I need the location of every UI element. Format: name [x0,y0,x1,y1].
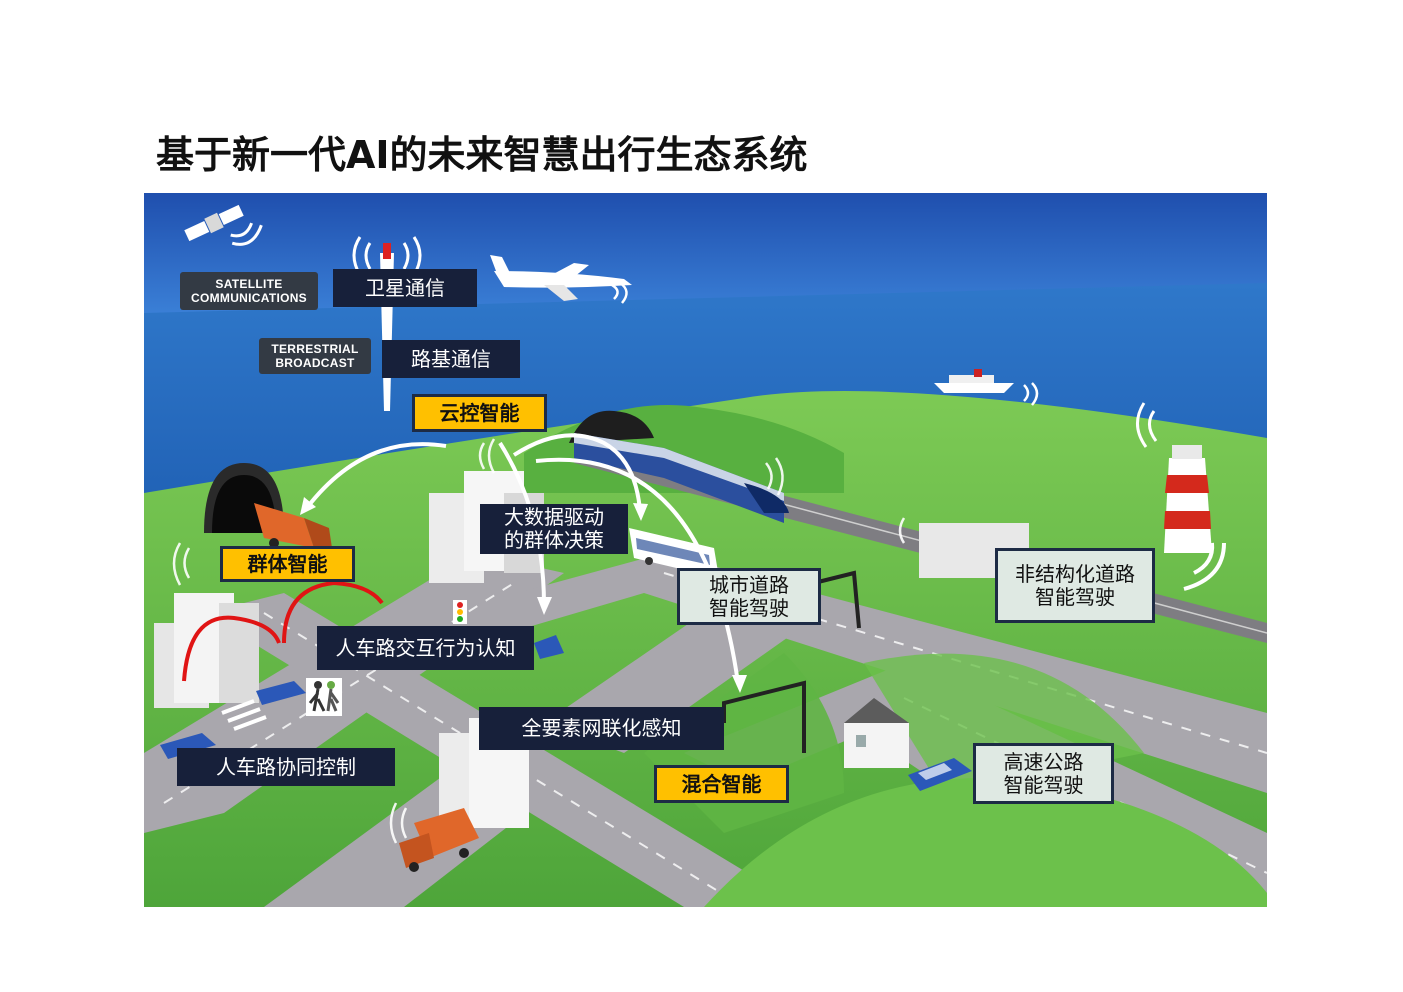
satellite-communications-badge: SATELLITE COMMUNICATIONS [180,272,318,310]
label-highway-autonomous-driving: 高速公路 智能驾驶 [973,743,1114,804]
label-pedestrian-vehicle-road-cognition: 人车路交互行为认知 [317,626,534,670]
road-gantries [722,570,861,753]
terrestrial-broadcast-badge: TERRESTRIAL BROADCAST [259,338,371,374]
red-interaction-arcs [182,580,384,682]
train-icon [574,433,789,523]
label-hybrid-intelligence: 混合智能 [654,765,789,803]
bus-icon [629,528,719,579]
label-road-communication: 路基通信 [382,340,520,378]
ecosystem-diagram: SATELLITE COMMUNICATIONS TERRESTRIAL BRO… [144,193,1267,907]
pedestrian-icon [306,678,342,716]
label-swarm-intelligence: 群体智能 [220,546,355,582]
car-icon [160,635,972,791]
label-satellite-communication: 卫星通信 [333,269,477,307]
house-icon [844,698,909,768]
lighthouse-icon [1136,402,1226,591]
traffic-light-icon [453,600,467,624]
satellite-icon [184,204,263,246]
page-title: 基于新一代AI的未来智慧出行生态系统 [156,133,808,177]
airplane-icon [490,255,632,304]
truck-icon [254,503,479,872]
label-cloud-control-intelligence: 云控智能 [412,394,547,432]
label-urban-road-autonomous-driving: 城市道路 智能驾驶 [677,568,821,625]
label-unstructured-road-autonomous-driving: 非结构化道路 智能驾驶 [995,548,1155,623]
label-big-data-swarm-decision: 大数据驱动 的群体决策 [480,504,628,554]
ship-icon [934,369,1039,406]
label-full-element-connected-sensing: 全要素网联化感知 [479,707,724,750]
label-pedestrian-vehicle-road-cooperative-control: 人车路协同控制 [177,748,395,786]
crosswalk [221,699,267,731]
